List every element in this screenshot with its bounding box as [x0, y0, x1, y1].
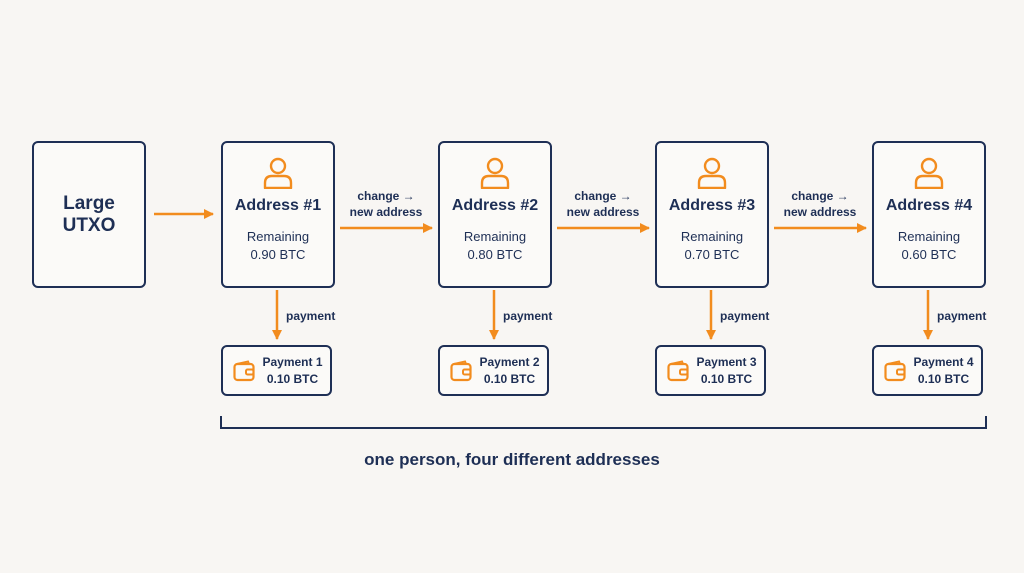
- payment-amount: 0.10 BTC: [266, 371, 319, 386]
- address-title: Address #1: [234, 197, 322, 214]
- address-title: Address #4: [885, 197, 973, 214]
- change-label-line1: change →: [791, 189, 849, 203]
- address-box-3: Address #3 Remaining 0.70 BTC: [655, 141, 769, 288]
- change-label-line1: change →: [574, 189, 632, 203]
- change-label-line2: new address: [783, 205, 857, 219]
- address-box-4: Address #4 Remaining 0.60 BTC: [872, 141, 986, 288]
- payment-box-2: Payment 2 0.10 BTC: [438, 345, 549, 396]
- change-label-line1: change →: [357, 189, 415, 203]
- payment-label-2: payment: [503, 309, 553, 323]
- person-icon: [263, 157, 293, 189]
- remaining-label: Remaining: [897, 229, 961, 244]
- payment-label: Payment 1: [262, 354, 323, 369]
- payment-amount: 0.10 BTC: [483, 371, 536, 386]
- payment-label-3: payment: [720, 309, 770, 323]
- change-label-1: change → new address: [340, 188, 432, 220]
- remaining-label: Remaining: [246, 229, 310, 244]
- payment-box-4: Payment 4 0.10 BTC: [872, 345, 983, 396]
- wallet-icon: [233, 359, 255, 381]
- diagram-caption: one person, four different addresses: [364, 450, 660, 469]
- change-label-line2: new address: [566, 205, 640, 219]
- payment-amount: 0.10 BTC: [917, 371, 970, 386]
- utxo-label-line2: UTXO: [62, 214, 116, 236]
- payment-box-3: Payment 3 0.10 BTC: [655, 345, 766, 396]
- change-label-3: change → new address: [774, 188, 866, 220]
- utxo-label-line1: Large: [63, 192, 115, 214]
- remaining-label: Remaining: [463, 229, 527, 244]
- payment-label-1: payment: [286, 309, 336, 323]
- payment-amount: 0.10 BTC: [700, 371, 753, 386]
- person-icon: [914, 157, 944, 189]
- address-box-1: Address #1 Remaining 0.90 BTC: [221, 141, 335, 288]
- remaining-value: 0.80 BTC: [467, 247, 523, 262]
- payment-label-4: payment: [937, 309, 987, 323]
- payment-box-1: Payment 1 0.10 BTC: [221, 345, 332, 396]
- remaining-label: Remaining: [680, 229, 744, 244]
- remaining-value: 0.70 BTC: [684, 247, 740, 262]
- change-label-line2: new address: [349, 205, 423, 219]
- grouping-bracket: [220, 416, 987, 429]
- wallet-icon: [884, 359, 906, 381]
- remaining-value: 0.60 BTC: [901, 247, 957, 262]
- remaining-value: 0.90 BTC: [250, 247, 306, 262]
- large-utxo-box: Large UTXO: [32, 141, 146, 288]
- change-label-2: change → new address: [557, 188, 649, 220]
- wallet-icon: [667, 359, 689, 381]
- person-icon: [480, 157, 510, 189]
- payment-label: Payment 3: [696, 354, 757, 369]
- payment-label: Payment 2: [479, 354, 540, 369]
- payment-label: Payment 4: [913, 354, 974, 369]
- address-title: Address #3: [668, 197, 756, 214]
- person-icon: [697, 157, 727, 189]
- address-box-2: Address #2 Remaining 0.80 BTC: [438, 141, 552, 288]
- address-title: Address #2: [451, 197, 539, 214]
- wallet-icon: [450, 359, 472, 381]
